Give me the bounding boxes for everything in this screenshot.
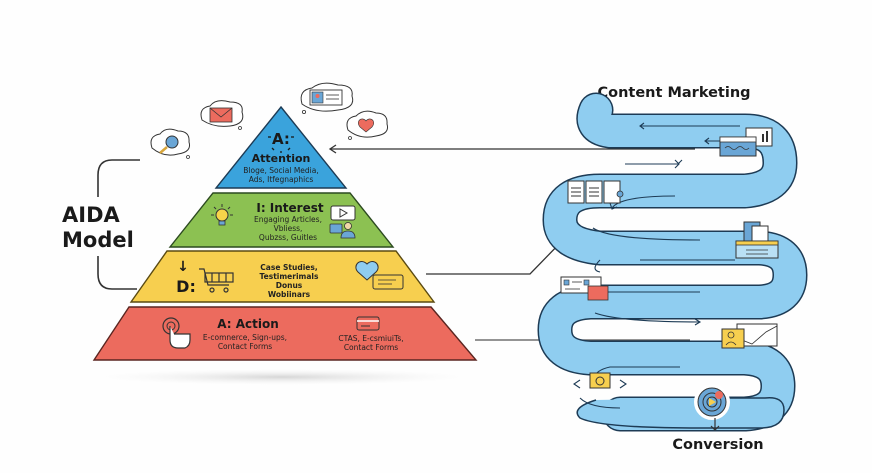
tier-action[interactable] xyxy=(92,306,478,361)
desire-line-3: Donus xyxy=(276,281,303,290)
action-left-line-2: Contact Forms xyxy=(218,342,272,351)
attention-title: Attention xyxy=(252,152,311,165)
connector-attention xyxy=(328,144,695,154)
document-folder-icon xyxy=(735,221,779,259)
desire-arrow: ↓ xyxy=(177,259,189,275)
heart-thought-bubble xyxy=(346,110,388,140)
content-path-fill xyxy=(539,94,806,430)
tier-attention[interactable] xyxy=(214,105,348,189)
attention-line-2: Ads, Itfegnaphics xyxy=(249,175,314,184)
desire-line-4: Wobiinars xyxy=(268,290,311,299)
action-left-line-1: E-comnerce, Sign-ups, xyxy=(203,333,287,342)
conversion-label: Conversion xyxy=(672,437,763,453)
model-bracket xyxy=(97,159,140,290)
interest-title: I: Interest xyxy=(256,201,324,215)
lightbulb-icon xyxy=(211,204,233,226)
magnifier-icon xyxy=(165,135,179,149)
attention-letter: A: xyxy=(272,130,290,148)
search-thought-bubble xyxy=(150,128,190,159)
sparkle-icon xyxy=(268,136,294,153)
social-post-icon xyxy=(560,276,609,301)
interest-line-1: Engaging Articles, xyxy=(254,215,322,224)
down-arrow-icon xyxy=(710,418,720,431)
desire-line-1: Case Studies, xyxy=(260,263,318,272)
shopping-cart-icon xyxy=(199,268,234,293)
video-player-icon xyxy=(330,205,356,221)
path-tail xyxy=(576,397,785,429)
model-label-line2: Model xyxy=(62,228,134,252)
pyramid-shadow xyxy=(97,369,467,385)
target-conversion-icon xyxy=(694,384,730,420)
envelope-icon xyxy=(209,107,233,123)
profile-thought-bubble xyxy=(300,82,354,115)
credit-card-icon xyxy=(356,316,380,331)
heart-chat-icon xyxy=(355,260,404,290)
interest-line-2: Vbliess, xyxy=(274,224,303,233)
articles-icon xyxy=(567,180,624,204)
click-hand-icon xyxy=(162,317,191,349)
action-right-line-2: Contact Forms xyxy=(344,343,398,352)
analytics-card-icon xyxy=(719,127,773,157)
user-chat-icon xyxy=(329,222,356,239)
heart-icon xyxy=(357,118,375,133)
email-thought-bubble xyxy=(200,100,244,130)
desire-letter: D: xyxy=(176,277,196,296)
action-title: A: Action xyxy=(217,317,279,331)
email-profile-icon xyxy=(721,323,778,349)
interest-line-3: Qubzss, Guitles xyxy=(259,233,317,242)
model-label-line1: AIDA xyxy=(62,203,120,227)
attention-line-1: Bloge, Social Media, xyxy=(243,166,319,175)
camera-icon xyxy=(589,372,611,389)
content-marketing-title: Content Marketing xyxy=(597,85,750,101)
action-right-line-1: CTAS, E-csmiuiTs, xyxy=(338,334,403,343)
desire-line-2: Testimerimals xyxy=(260,272,319,281)
